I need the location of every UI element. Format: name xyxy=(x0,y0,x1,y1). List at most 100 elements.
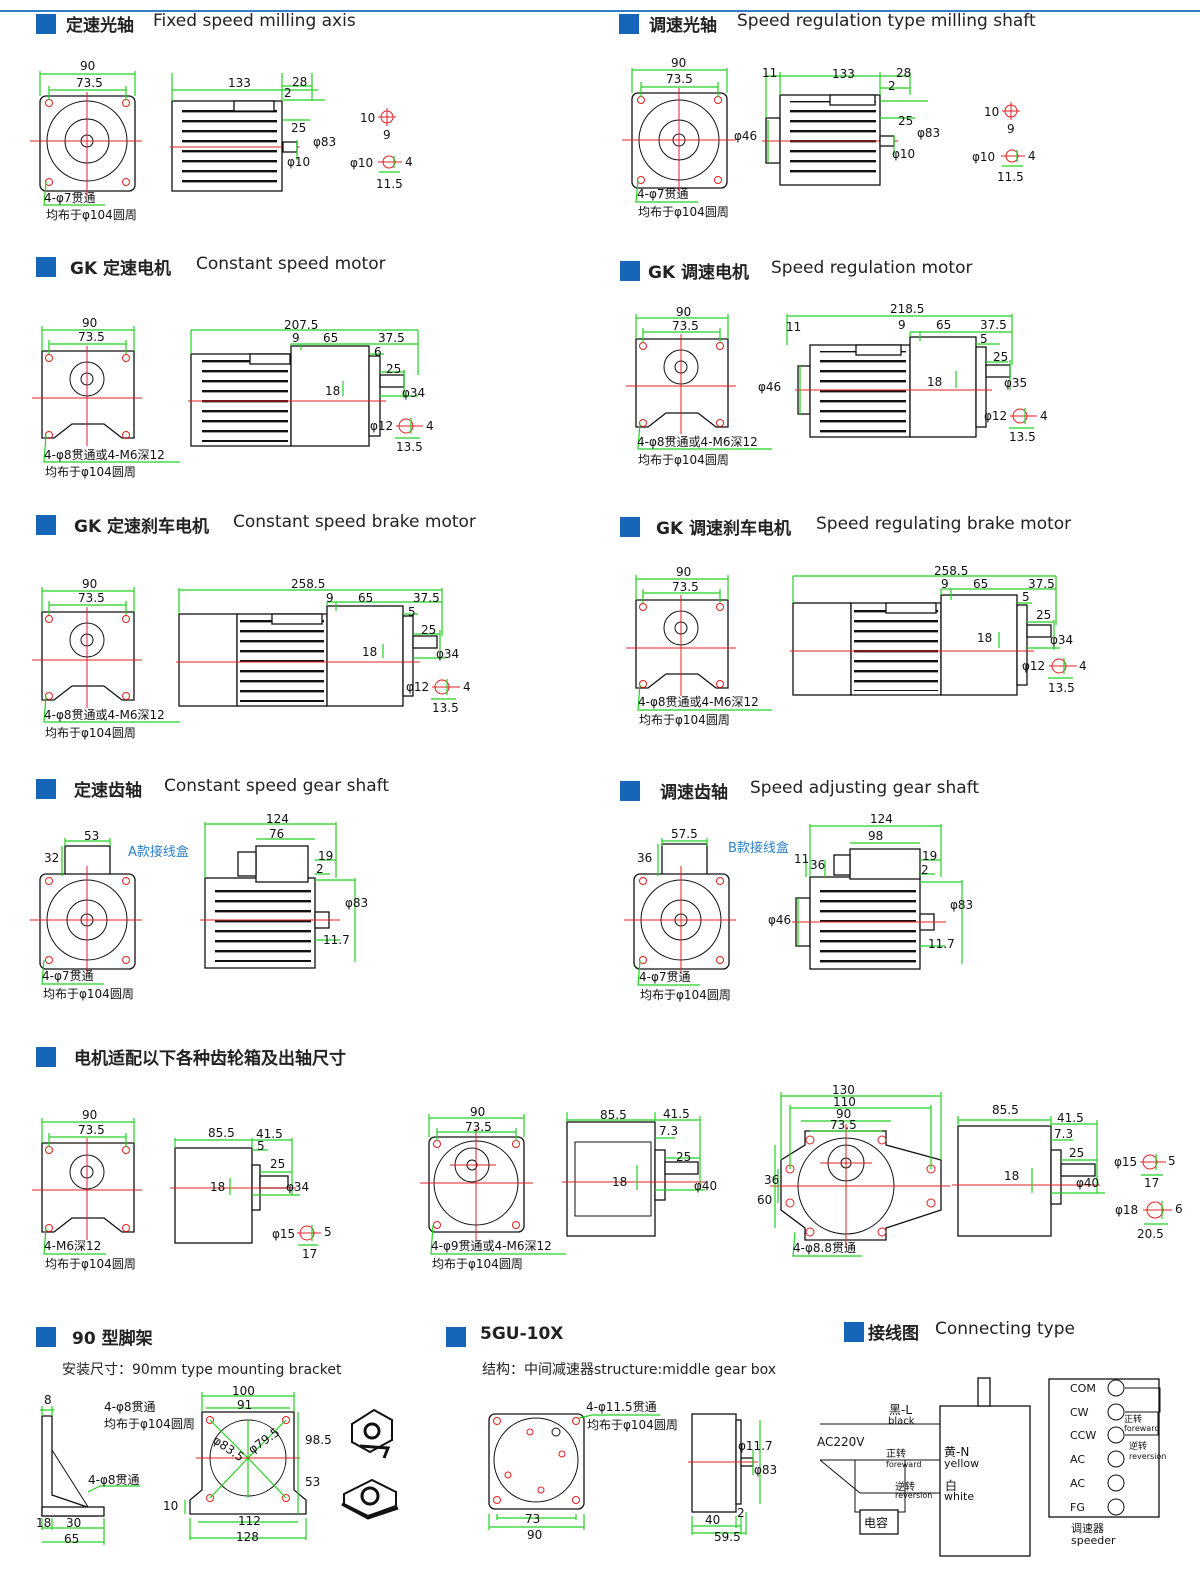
dim-label: 4 xyxy=(1079,659,1087,673)
dim-label: φ46 xyxy=(734,129,757,143)
dim-label: 25 xyxy=(270,1157,285,1171)
note-label: 4-φ8贯通或4-M6深12 xyxy=(44,448,165,462)
gearbox-1-side: 85.5 41.5 5 25 18 φ34 φ15 5 17 xyxy=(170,1126,332,1261)
dim-label: 2 xyxy=(737,1506,745,1520)
gu-front-view: 73 90 4-φ11.5贯通 均布于φ104圆周 xyxy=(488,1400,678,1542)
wiring-label: 正转 xyxy=(1124,1413,1142,1425)
note-label: 均布于φ104圆周 xyxy=(45,465,136,479)
section-title-cn: 接线图 xyxy=(868,1324,919,1344)
dim-label: φ34 xyxy=(1050,633,1073,647)
dim-label: 90 xyxy=(470,1105,485,1119)
section-title-en: Speed regulation motor xyxy=(771,258,973,278)
dim-label: φ18 xyxy=(1115,1203,1138,1217)
dim-label: 73.5 xyxy=(672,319,699,333)
note-label: 均布于φ104圆周 xyxy=(45,1257,136,1271)
dim-label: 37.5 xyxy=(413,591,440,605)
section-title-en: Connecting type xyxy=(935,1319,1075,1339)
dim-label: 36 xyxy=(764,1173,779,1187)
dim-label: 25 xyxy=(386,362,401,376)
section-title-en: Speed adjusting gear shaft xyxy=(750,778,980,798)
dim-label: 76 xyxy=(269,827,284,841)
section-title-en: Speed regulating brake motor xyxy=(816,514,1072,534)
side-view-gk-constant: 207.5 9 65 37.5 6 25 18 φ34 φ12 4 13.5 xyxy=(188,318,434,454)
dim-label: 91 xyxy=(237,1398,252,1412)
dim-label: 90 xyxy=(671,56,686,70)
dim-label: 7.3 xyxy=(659,1124,678,1138)
dim-label: 2 xyxy=(921,863,929,877)
note-label: 4-φ8.8贯通 xyxy=(793,1241,856,1255)
dim-label: 65 xyxy=(64,1532,79,1546)
section-marker xyxy=(36,14,56,34)
dim-label: 18 xyxy=(977,631,992,645)
note-label: 均布于φ104圆周 xyxy=(638,205,729,219)
dim-label: 85.5 xyxy=(600,1108,627,1122)
dim-label: 37.5 xyxy=(980,318,1007,332)
dim-label: 25 xyxy=(1069,1146,1084,1160)
dim-label: 4 xyxy=(1040,409,1048,423)
dim-label: 4 xyxy=(1028,149,1036,163)
dim-label: 57.5 xyxy=(671,827,698,841)
note-label: 4-φ8贯通 xyxy=(104,1400,156,1414)
wiring-label: 电容 xyxy=(864,1515,888,1530)
wiring-label: foreward xyxy=(886,1460,921,1469)
dim-label: 25 xyxy=(291,121,306,135)
section-marker xyxy=(446,1327,466,1347)
dim-label: 32 xyxy=(44,851,59,865)
dim-label: φ12 xyxy=(1022,659,1045,673)
dim-label: 59.5 xyxy=(714,1530,741,1544)
dim-label: 4 xyxy=(405,155,413,169)
dim-label: 18 xyxy=(36,1516,51,1530)
dim-label: 18 xyxy=(362,645,377,659)
section-title-cn: 定速光轴 xyxy=(66,16,134,36)
section-title-cn: GK 调速刹车电机 xyxy=(656,519,792,539)
dim-label: 18 xyxy=(210,1180,225,1194)
bracket-front-view: 100 91 φ83.5 φ79.5 98.5 53 10 112 128 xyxy=(163,1384,332,1544)
note-label: 均布于φ104圆周 xyxy=(43,987,134,1001)
terminal-label: AC xyxy=(1070,1477,1085,1490)
side-view-gk-reg-brake: 258.5 9 65 37.5 5 25 18 φ34 φ12 4 13.5 xyxy=(790,564,1087,696)
dim-label: 13.5 xyxy=(1048,681,1075,695)
wiring-label: black xyxy=(888,1416,915,1427)
dim-label: 13.5 xyxy=(1009,430,1036,444)
note-label: 4-φ8贯通或4-M6深12 xyxy=(638,695,759,709)
note-label: 4-φ7贯通 xyxy=(42,969,94,983)
section-title-en: Speed regulation type milling shaft xyxy=(737,11,1036,31)
dim-label: 20.5 xyxy=(1137,1227,1164,1241)
dim-label: 90 xyxy=(527,1528,542,1542)
dim-label: 112 xyxy=(238,1514,261,1528)
dim-label: 2 xyxy=(284,86,292,100)
dim-label: 65 xyxy=(358,591,373,605)
dim-label: 98 xyxy=(868,829,883,843)
dim-label: 10 xyxy=(163,1499,178,1513)
dim-label: 73.5 xyxy=(76,76,103,90)
section-subtitle: 结构：中间减速器structure:middle gear box xyxy=(482,1362,777,1378)
gearbox-2-side: 85.5 41.5 7.3 25 18 φ40 xyxy=(562,1107,717,1237)
dim-label: 90 xyxy=(82,316,97,330)
front-view-const-gear: 53 32 A款接线盒 4-φ7贯通 均布于φ104圆周 xyxy=(30,829,189,1001)
note-label: 4-φ9贯通或4-M6深12 xyxy=(431,1239,552,1253)
dim-label: 10 xyxy=(984,105,999,119)
dim-label: 41.5 xyxy=(663,1107,690,1121)
note-label: 均布于φ104圆周 xyxy=(104,1417,195,1431)
wiring-label: 调速器 xyxy=(1071,1522,1104,1535)
dim-label: 73.5 xyxy=(78,1123,105,1137)
dim-label: 37.5 xyxy=(378,331,405,345)
dim-label: 4 xyxy=(463,680,471,694)
dim-label: 5 xyxy=(324,1225,332,1239)
section-marker xyxy=(620,781,640,801)
dim-label: 53 xyxy=(84,829,99,843)
dim-label: 9 xyxy=(941,577,949,591)
dim-label: 90 xyxy=(82,1108,97,1122)
dim-label: φ40 xyxy=(694,1179,717,1193)
note-label: 均布于φ104圆周 xyxy=(638,453,729,467)
note-label: A款接线盒 xyxy=(128,844,189,860)
dim-label: 218.5 xyxy=(890,302,924,316)
dim-label: φ15 xyxy=(272,1227,295,1241)
dim-label: φ12 xyxy=(984,409,1007,423)
bracket-3d-icon xyxy=(341,1408,399,1520)
wiring-label: 逆转 xyxy=(895,1480,915,1493)
wiring-label: 逆转 xyxy=(1129,1440,1147,1452)
note-label: 4-φ8贯通 xyxy=(88,1473,140,1487)
side-view-gk-const-brake: 258.5 9 65 37.5 5 25 18 φ34 φ12 4 13.5 xyxy=(176,577,471,715)
terminal-label: FG xyxy=(1070,1501,1085,1514)
